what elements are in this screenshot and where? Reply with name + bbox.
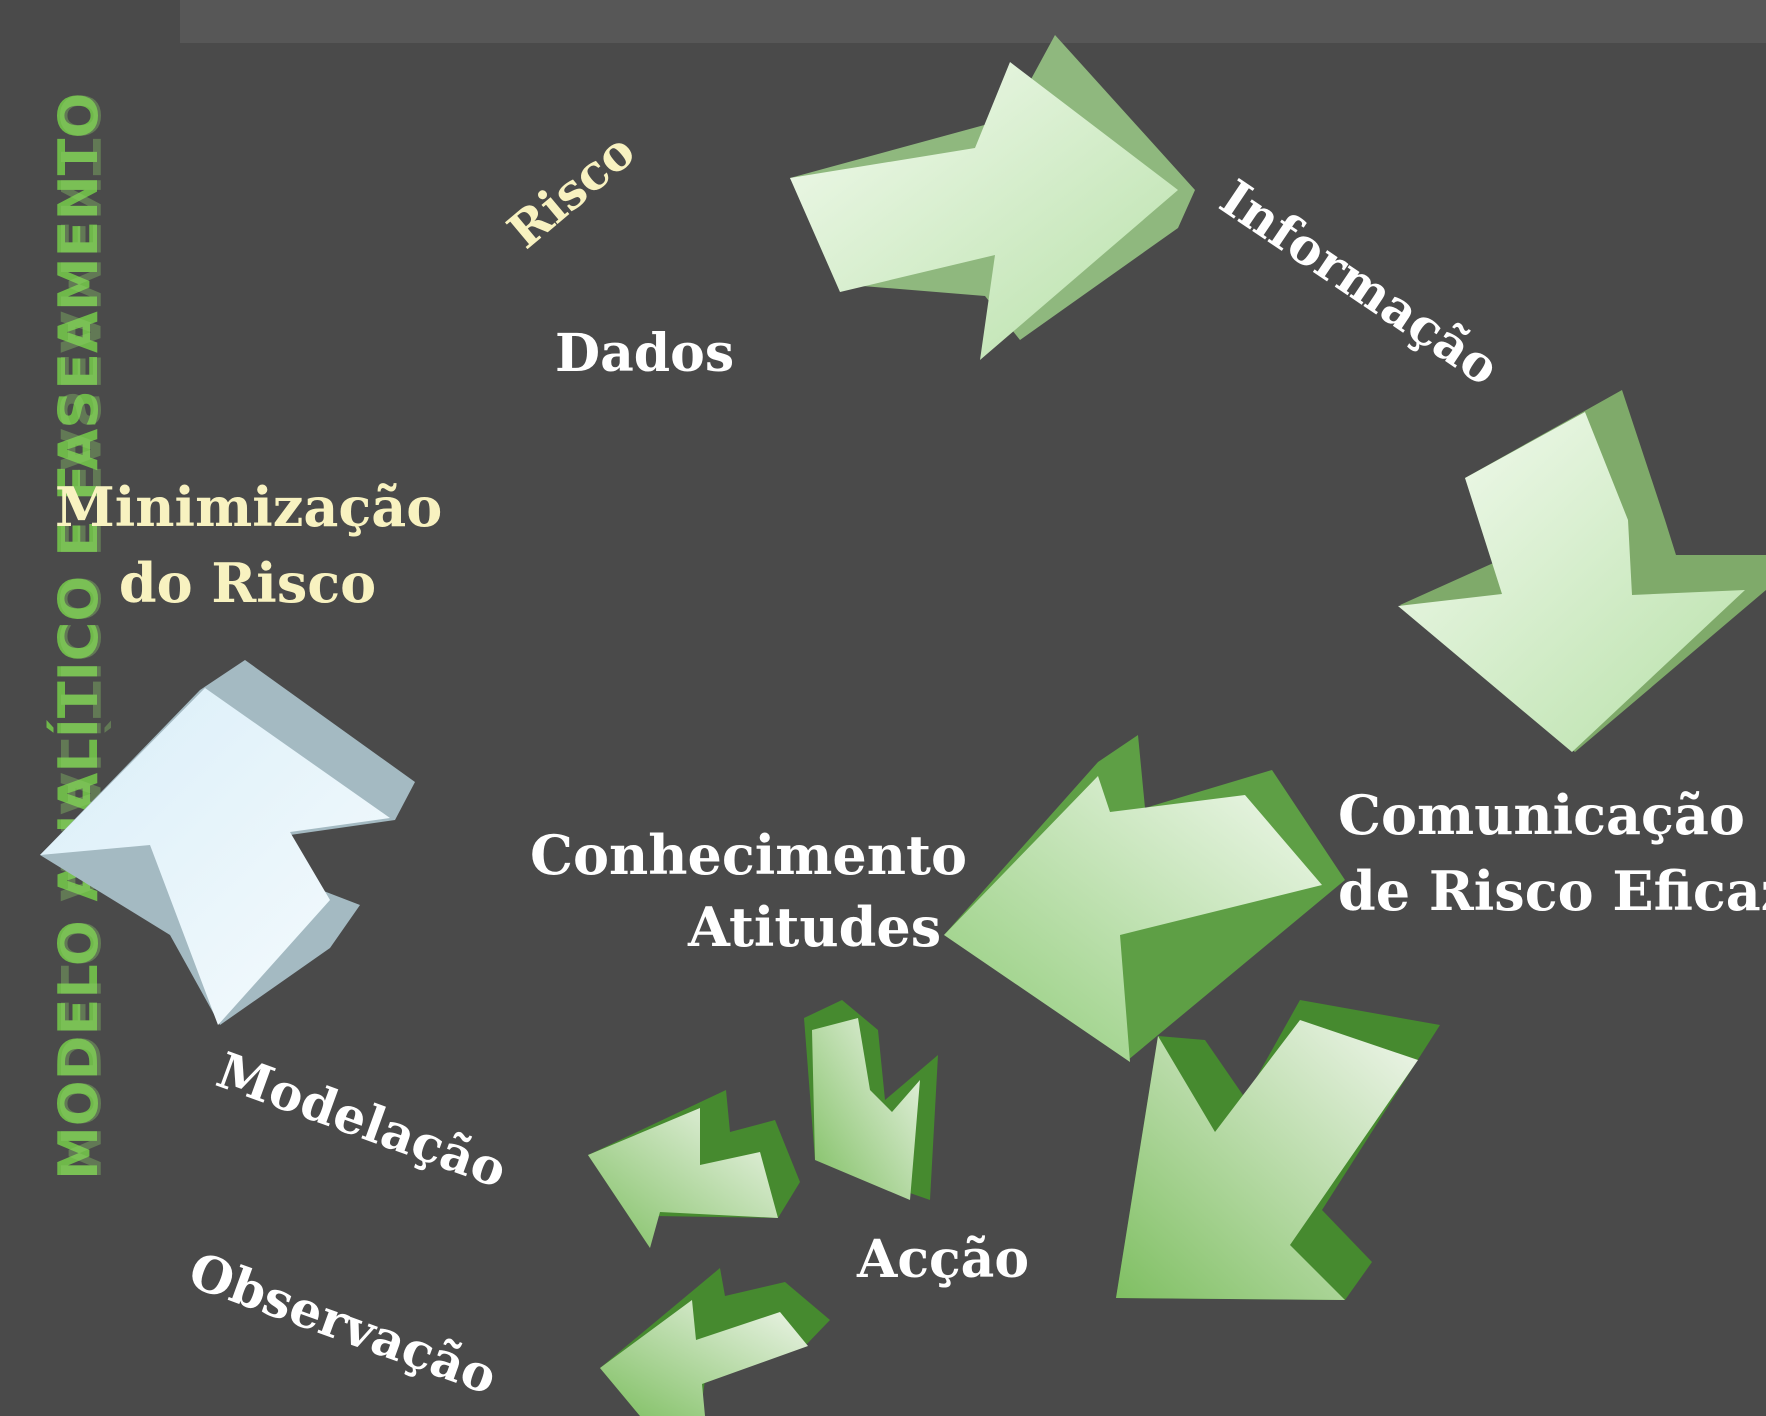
label-dados: Dados [555,323,735,384]
label-minimizacao-line2: do Risco [118,551,377,615]
arrow-comunicacao-conhecimento [944,735,1345,1062]
label-minimizacao-line1: Minimização [55,475,443,539]
arrow-up-minimizacao [40,660,415,1025]
arrow-small-left-modelacao [588,1090,800,1248]
arrow-informacao-comunicacao [1398,390,1766,752]
arrow-large-down-left [1116,1000,1440,1300]
top-bar [180,0,1766,43]
arrow-small-left-observacao [600,1268,830,1416]
label-comunicacao-line2: de Risco Eficaz [1338,859,1766,923]
label-comunicacao-line1: Comunicação [1338,783,1745,847]
label-conhecimento: Conhecimento [530,823,967,887]
arrow-dados-informacao [790,35,1195,360]
label-atitudes: Atitudes [688,895,942,959]
arrow-small-down [804,1000,938,1200]
label-accao: Acção [857,1229,1030,1290]
